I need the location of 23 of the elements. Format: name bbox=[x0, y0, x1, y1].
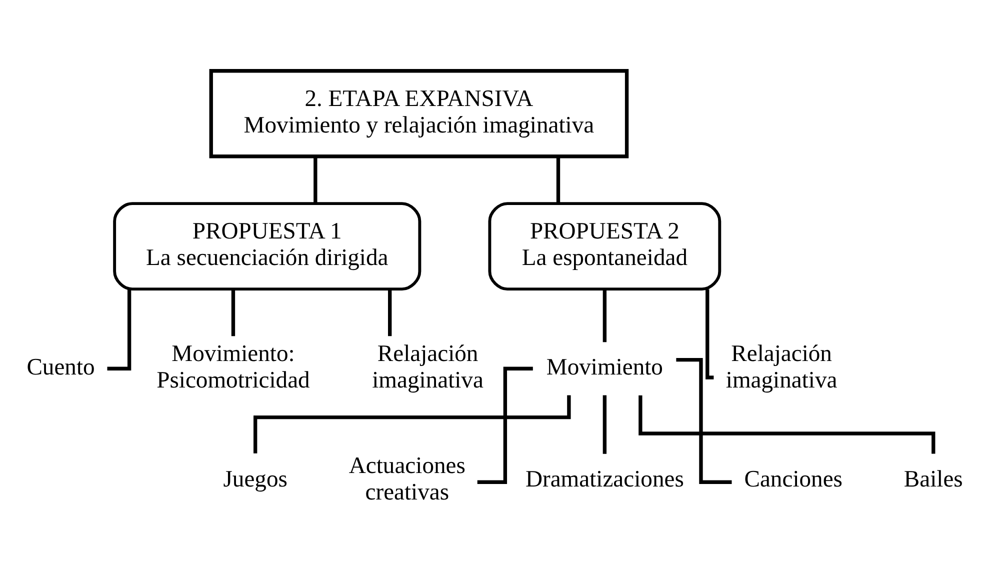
connector bbox=[231, 288, 236, 336]
node-text: Cuento bbox=[26, 354, 95, 380]
node-text: Canciones bbox=[744, 466, 842, 492]
node-box: PROPUESTA 1 La secuenciación dirigida bbox=[113, 202, 422, 290]
node-text: Juegos bbox=[223, 466, 288, 492]
node-text: Bailes bbox=[904, 466, 963, 492]
node-box: 2. ETAPA EXPANSIVA Movimiento y relajación imaginativa bbox=[209, 68, 629, 158]
connector bbox=[556, 156, 560, 203]
node-text: Movimiento bbox=[546, 354, 663, 380]
node-box: PROPUESTA 2 La espontaneidad bbox=[488, 202, 722, 290]
connector bbox=[706, 288, 714, 379]
node-text: Relajación imaginativa bbox=[726, 340, 838, 394]
connector bbox=[388, 288, 392, 336]
node-text: Relajación imaginativa bbox=[372, 340, 484, 394]
node-text: Movimiento: Psicomotricidad bbox=[156, 340, 310, 394]
node-text: Actuaciones creativas bbox=[348, 452, 466, 506]
connector bbox=[602, 288, 607, 342]
connector bbox=[314, 156, 318, 203]
connector bbox=[107, 288, 132, 370]
node-text: Dramatizaciones bbox=[525, 466, 684, 492]
connector bbox=[676, 357, 732, 484]
connector bbox=[477, 366, 533, 484]
connector bbox=[602, 394, 607, 454]
